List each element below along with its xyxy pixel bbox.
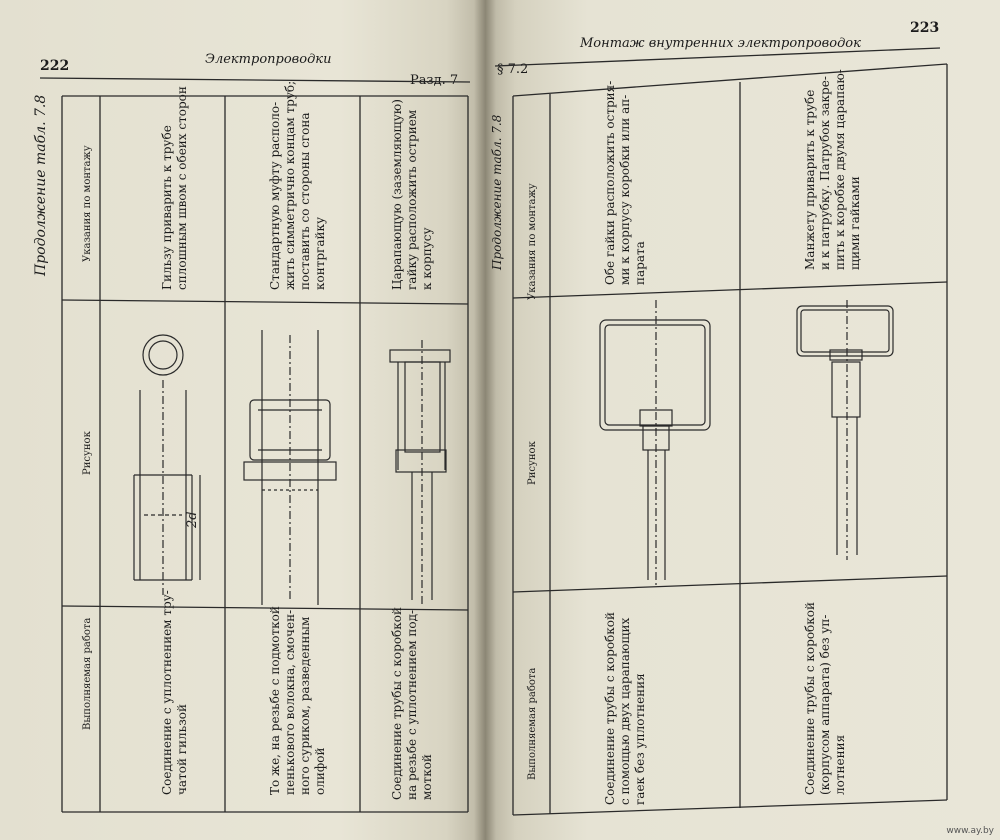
header-instructions-right: Указания по монтажу [527, 183, 538, 300]
dimension-label: 2d [185, 511, 200, 529]
figure-sleeve-joint [133, 334, 201, 595]
row4-instructions: Обе гайки расположить острия- ми к корпу… [603, 80, 647, 285]
figure-box-with-collar [796, 300, 894, 560]
running-title-left: Электропроводки [205, 52, 332, 67]
row2-work: То же, на резьбе с подмоткой пенькового … [268, 606, 327, 795]
right-table-lines [494, 47, 948, 816]
figure-pipe-to-box [389, 340, 451, 605]
watermark: www.ay.by [946, 826, 994, 836]
section-left: Разд. 7 [410, 73, 459, 88]
row4-work: Соединение трубы с коробкой с помощью дв… [603, 612, 647, 805]
left-page: 222 Электропроводки Разд. 7 [0, 0, 485, 840]
row5-work: Соединение трубы с коробкой (корпусом ап… [803, 602, 847, 795]
book-gutter [474, 0, 496, 840]
running-title-right: Монтаж внутренних электропроводок [580, 36, 861, 51]
row1-instructions: Гильзу приварить к трубе сплошным швом с… [160, 86, 189, 290]
row3-work: Соединение трубы с коробкой на резьбе с … [390, 607, 434, 800]
right-page: 223 Монтаж внутренних электропроводок § … [485, 0, 1000, 840]
header-work-left: Выполняемая работа [82, 617, 93, 730]
header-figure-right: Рисунок [527, 441, 538, 485]
figure-threaded-coupling [243, 330, 337, 605]
table-continuation-left: Продолжение табл. 7.8 [33, 94, 49, 276]
row3-instructions: Царапающую (заземляющую) гайку расположи… [390, 99, 434, 290]
header-work-right: Выполняемая работа [527, 667, 538, 780]
left-table-lines: 2d [39, 77, 471, 813]
header-instructions-left: Указания по монтажу [82, 145, 93, 262]
row5-instructions: Манжету приварить к трубе и к патрубку. … [803, 69, 862, 270]
row2-instructions: Стандартную муфту располо- жить симметри… [268, 80, 327, 290]
header-figure-left: Рисунок [82, 431, 93, 475]
row1-work: Соединение с уплотнением тру- чатой гиль… [160, 590, 189, 795]
figure-box-two-nuts [599, 300, 711, 585]
page-number-left: 222 [40, 58, 70, 74]
page-number-right: 223 [910, 20, 940, 36]
